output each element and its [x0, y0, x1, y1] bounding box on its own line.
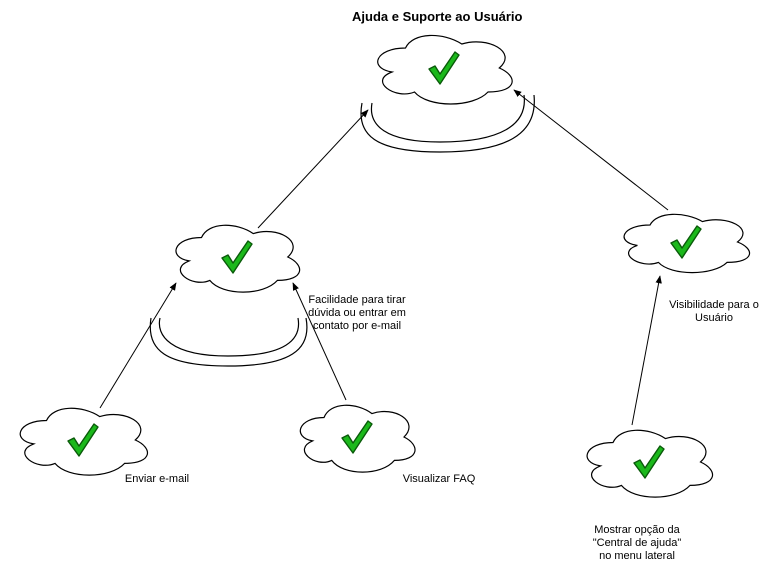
menu-task-label: Mostrar opção da "Central de ajuda" no m…: [575, 524, 699, 563]
connector-menu-to-right: [631, 275, 662, 426]
diagram-title: Ajuda e Suporte ao Usuário: [352, 9, 523, 24]
email-task-check-icon: [67, 423, 99, 457]
menu-task-check-icon: [633, 445, 665, 479]
and-arc-root-inner: [370, 94, 525, 143]
faq-task-check-icon: [341, 420, 373, 454]
menu-task-label-line: "Central de ajuda": [592, 537, 682, 549]
right-goal-label: Visibilidade para o Usuário: [664, 299, 764, 325]
right-goal-label-line: Visibilidade para o: [669, 299, 759, 311]
connector-faq-to-left: [292, 282, 347, 401]
menu-task-label-line: Mostrar opção da: [594, 524, 680, 536]
left-goal-label-line: contato por e-mail: [312, 320, 402, 332]
and-arc-left-outer: [149, 317, 308, 367]
left-goal-label-line: dúvida ou entrar em: [308, 307, 406, 319]
faq-task-label: Visualizar FAQ: [402, 473, 476, 485]
and-arc-left-inner: [158, 317, 300, 357]
connector-left-to-root: [257, 109, 369, 229]
email-task-label: Enviar e-mail: [124, 473, 190, 485]
connector-right-to-root: [513, 89, 669, 211]
root-check-icon: [428, 51, 460, 85]
right-goal-check-icon: [670, 225, 702, 259]
left-goal-label: Facilidade para tirar dúvida ou entrar e…: [300, 294, 414, 333]
right-goal-label-line: Usuário: [695, 312, 733, 324]
menu-task-label-line: no menu lateral: [599, 550, 675, 562]
and-arc-root-outer: [360, 94, 535, 153]
left-goal-label-line: Facilidade para tirar: [308, 294, 406, 306]
connector-email-to-left: [99, 282, 177, 409]
left-goal-check-icon: [221, 240, 253, 274]
